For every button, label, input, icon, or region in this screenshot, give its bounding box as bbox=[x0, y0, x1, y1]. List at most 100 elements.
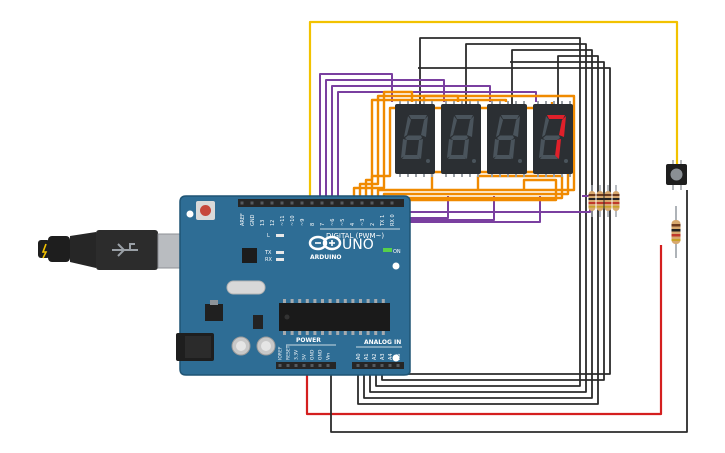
wire-purple-3[interactable] bbox=[331, 85, 491, 207]
segment-b bbox=[559, 116, 566, 137]
power-pin-hole[interactable] bbox=[318, 364, 322, 367]
analog-pin-hole[interactable] bbox=[380, 364, 384, 367]
digital-pin-hole[interactable] bbox=[240, 201, 244, 205]
power-pin-label: 5V bbox=[302, 353, 308, 360]
digital-pin-label: RX 0 bbox=[390, 214, 396, 226]
power-pin-hole[interactable] bbox=[310, 364, 314, 367]
chip-pin bbox=[374, 331, 378, 335]
digital-pin-hole[interactable] bbox=[350, 201, 354, 205]
chip-pin bbox=[328, 331, 332, 335]
segment-f bbox=[450, 116, 457, 137]
digital-pin-hole[interactable] bbox=[300, 201, 304, 205]
chip-pin bbox=[328, 299, 332, 303]
seven-segment-digit bbox=[395, 101, 435, 177]
analog-pin-hole[interactable] bbox=[388, 364, 392, 367]
digital-pin-hole[interactable] bbox=[290, 201, 294, 205]
usb-symbol-icon bbox=[112, 243, 138, 257]
power-pin-label: GND bbox=[310, 349, 316, 360]
wire-orange-5[interactable] bbox=[376, 94, 576, 203]
power-pin-hole[interactable] bbox=[286, 364, 290, 367]
seven-segment-digit bbox=[487, 101, 527, 177]
digital-pin-label: ~6 bbox=[330, 219, 336, 226]
wire-black-gnd[interactable] bbox=[330, 190, 688, 433]
analog-pin-label: A3 bbox=[380, 353, 386, 360]
digital-pin-label: ~11 bbox=[280, 215, 286, 226]
digital-pin-hole[interactable] bbox=[260, 201, 264, 205]
digital-pin-label: GND bbox=[250, 214, 256, 226]
digital-pin-hole[interactable] bbox=[340, 201, 344, 205]
power-pin-label: 3.3V bbox=[294, 349, 300, 360]
analog-pin-hole[interactable] bbox=[372, 364, 376, 367]
segment-b bbox=[513, 116, 520, 137]
digital-pin-label: ~9 bbox=[300, 219, 306, 226]
digital-pin-label: TX 1 bbox=[380, 215, 386, 227]
digital-pin-hole[interactable] bbox=[390, 201, 394, 205]
digital-pin-hole[interactable] bbox=[250, 201, 254, 205]
seven-segment-digit bbox=[441, 101, 481, 177]
power-pin-hole[interactable] bbox=[302, 364, 306, 367]
seven-segment-digit bbox=[533, 101, 573, 177]
digital-pin-hole[interactable] bbox=[280, 201, 284, 205]
wire-black-a1[interactable] bbox=[363, 49, 593, 399]
resistor bbox=[612, 185, 620, 217]
power-label: POWER bbox=[296, 337, 321, 344]
pushbutton-cap[interactable] bbox=[670, 168, 683, 181]
digital-pin-label: 7 bbox=[320, 223, 326, 226]
digital-pin-hole[interactable] bbox=[330, 201, 334, 205]
mount-hole bbox=[186, 210, 194, 218]
wire-orange-1[interactable] bbox=[352, 90, 414, 203]
chip-pin bbox=[283, 299, 286, 303]
power-pin-label: Vin bbox=[326, 353, 332, 360]
wire-black-a2[interactable] bbox=[369, 43, 587, 393]
power-pin-hole[interactable] bbox=[294, 364, 298, 367]
digital-pin-hole[interactable] bbox=[270, 201, 274, 205]
segment-e bbox=[493, 139, 499, 158]
chip-pin bbox=[343, 331, 347, 335]
chip-pin bbox=[305, 299, 309, 303]
wire-orange-8[interactable] bbox=[394, 178, 558, 203]
wire-red-5v[interactable] bbox=[305, 245, 663, 416]
digital-pin-hole[interactable] bbox=[360, 201, 364, 205]
seven-segment-displays bbox=[395, 101, 573, 177]
power-pin-hole[interactable] bbox=[326, 364, 330, 367]
wire-black-a0[interactable] bbox=[357, 55, 599, 405]
analog-pin-label: A2 bbox=[372, 353, 378, 360]
segment-g bbox=[451, 135, 468, 140]
digital-pin-hole[interactable] bbox=[320, 201, 324, 205]
voltage-regulator bbox=[205, 304, 223, 321]
segment-f bbox=[404, 116, 411, 137]
decimal-point bbox=[472, 159, 476, 163]
segment-f bbox=[542, 116, 549, 137]
analog-pin-hole[interactable] bbox=[364, 364, 368, 367]
pushbutton[interactable] bbox=[666, 160, 687, 190]
power-pin-hole[interactable] bbox=[278, 364, 282, 367]
digital-pin-label: AREF bbox=[240, 213, 246, 226]
wire-orange-3[interactable] bbox=[364, 98, 508, 203]
segment-g bbox=[497, 135, 514, 140]
digital-pin-hole[interactable] bbox=[380, 201, 384, 205]
atmega-chip bbox=[279, 303, 390, 331]
on-led bbox=[383, 248, 392, 252]
analog-pin-hole[interactable] bbox=[396, 364, 400, 367]
usb-cable[interactable] bbox=[38, 230, 189, 270]
reset-button-cap[interactable] bbox=[200, 205, 211, 216]
wire-yellow-button[interactable] bbox=[308, 20, 679, 203]
segment-b bbox=[421, 116, 428, 137]
digital-pin-hole[interactable] bbox=[310, 201, 314, 205]
segment-f bbox=[496, 116, 503, 137]
chip-pin bbox=[283, 331, 286, 335]
power-pin-label: RESET bbox=[286, 345, 292, 360]
chip-pin bbox=[374, 299, 378, 303]
wire-purple-1[interactable] bbox=[319, 73, 393, 203]
digital-pin-label: 2 bbox=[370, 223, 376, 226]
resistor bbox=[588, 185, 596, 217]
segment-g bbox=[405, 135, 422, 140]
digital-pin-label: 4 bbox=[350, 223, 356, 226]
on-label: ON bbox=[393, 249, 401, 255]
digital-pin-hole[interactable] bbox=[370, 201, 374, 205]
analog-pin-hole[interactable] bbox=[356, 364, 360, 367]
digital-pin-label: 12 bbox=[270, 220, 276, 226]
